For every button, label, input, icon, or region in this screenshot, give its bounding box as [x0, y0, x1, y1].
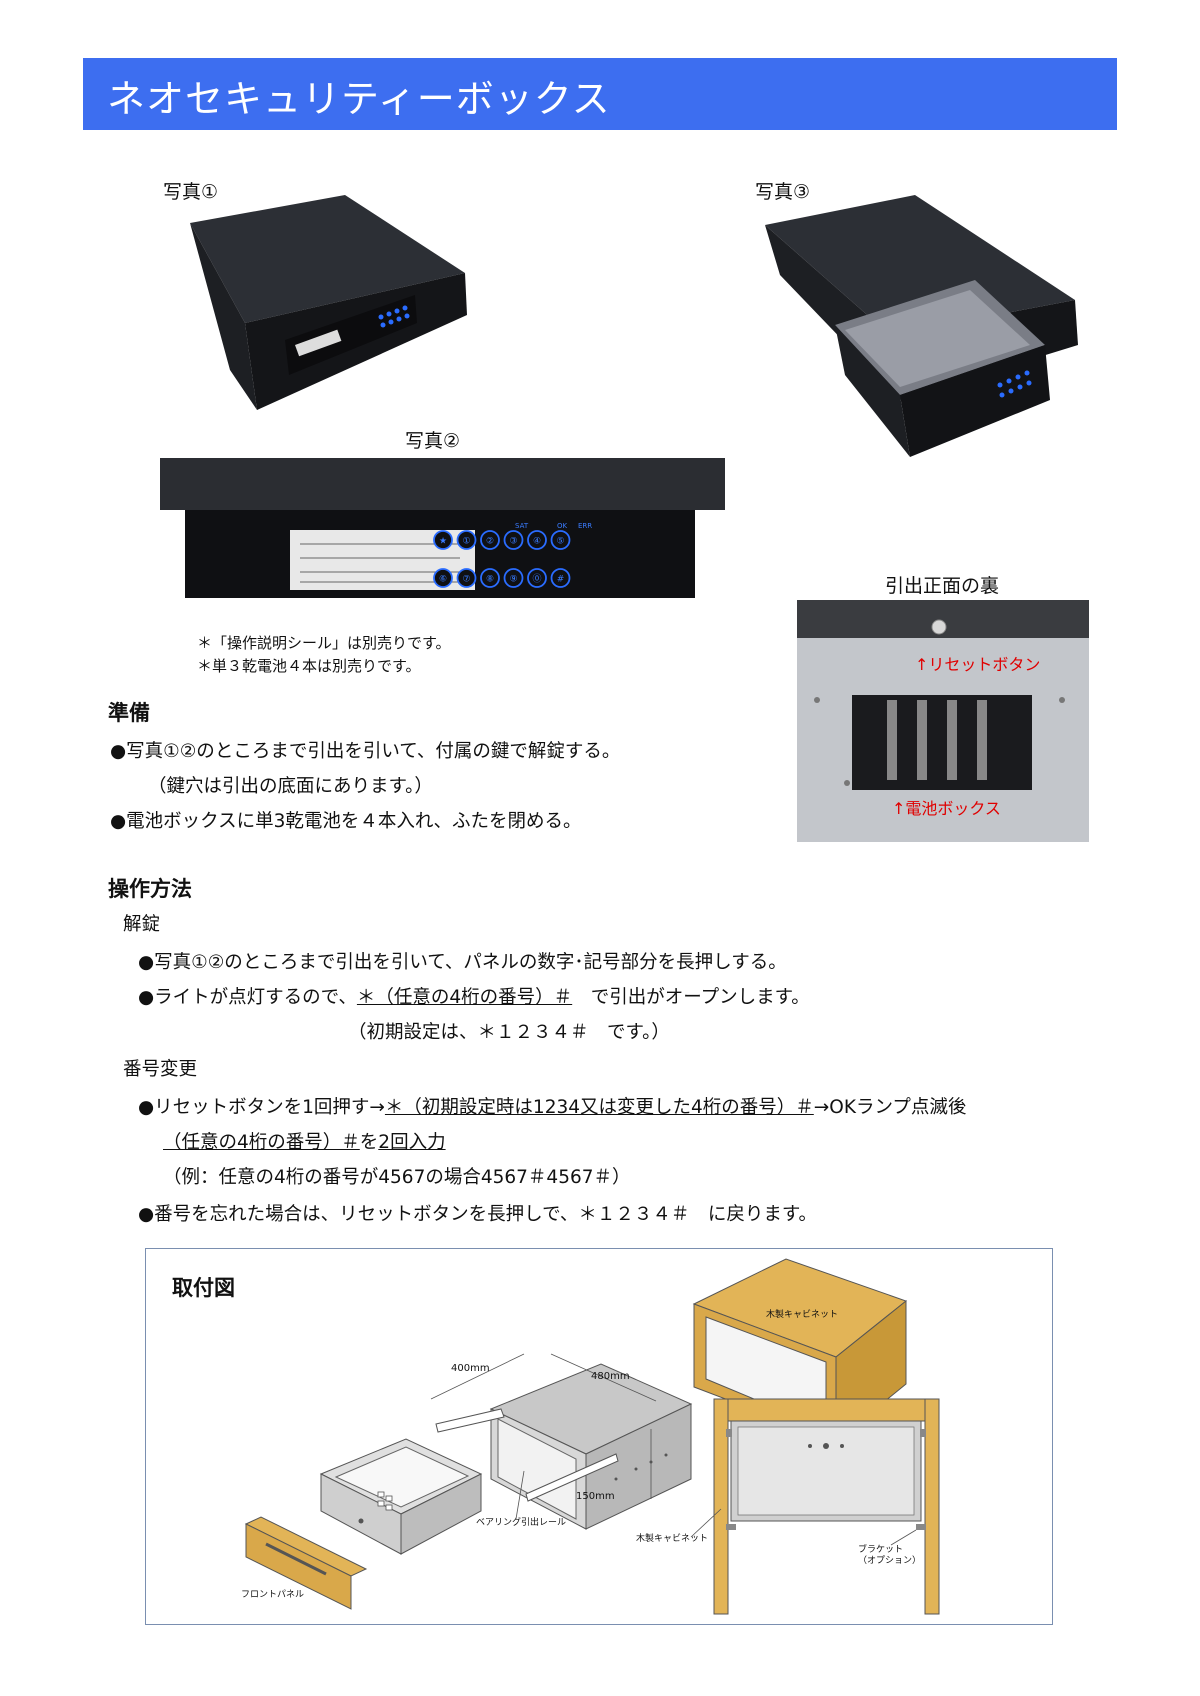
- sat-label: SAT: [515, 522, 529, 530]
- change-code-current: ＊（初期設定時は1234又は変更した4桁の番号）＃: [384, 1097, 814, 1118]
- change-line-1a: ●リセットボタンを1回押す→: [138, 1097, 385, 1118]
- prep-line-2: （鍵穴は引出の底面にあります。）: [148, 776, 433, 797]
- bracket-option-label: （オプション）: [858, 1555, 921, 1566]
- unlock-heading: 解錠: [123, 914, 161, 935]
- photo3-label: 写真③: [755, 181, 811, 203]
- cabinet-front-label: 木製キャビネット: [636, 1532, 708, 1544]
- keypad-key-label: ★: [439, 537, 447, 547]
- unlock-line-2c: で引出がオープンします。: [572, 987, 810, 1008]
- photo3-open-drawer: [765, 195, 1078, 457]
- keypad-key-label: ③: [509, 537, 517, 547]
- change-line-2b: を: [359, 1132, 379, 1153]
- install-diagram: 木製キャビネット 400mm 480mm 150mm ベアリング引出レール フロ…: [241, 1258, 940, 1615]
- install-diagram-frame: [145, 1248, 1053, 1625]
- keypad-key[interactable]: [527, 530, 547, 550]
- unlock-line-2: ●ライトが点灯するので、＊（任意の4桁の番号）＃ で引出がオープンします。: [138, 983, 810, 1009]
- keypad-key-label: ⑤: [556, 537, 564, 547]
- change-twice: 2回入力: [378, 1132, 446, 1153]
- keypad-key[interactable]: [527, 568, 547, 588]
- battery-box-label: ↑電池ボックス: [892, 799, 1001, 818]
- keypad-key[interactable]: [433, 568, 453, 588]
- keypad-key-label: ⑨: [509, 575, 517, 585]
- keypad-key-label: ⓪: [532, 574, 541, 585]
- install-heading: 取付図: [172, 1276, 235, 1300]
- prep-line-1: ●写真①②のところまで引出を引いて、付属の鍵で解錠する。: [110, 741, 621, 762]
- keypad-key[interactable]: [480, 530, 500, 550]
- keypad-key[interactable]: [433, 530, 453, 550]
- keypad-key[interactable]: [503, 530, 524, 550]
- note-2: ＊単３乾電池４本は別売りです。: [197, 657, 421, 675]
- prep-line-3: ●電池ボックスに単3乾電池を４本入れ、ふたを閉める。: [110, 811, 582, 832]
- keypad[interactable]: ★ ① ② ③ ④ ⑤ ⑥ ⑦ ⑧ ⑨ ⓪ #: [433, 530, 571, 588]
- unlock-line-3: （初期設定は、＊１２３４＃ です。）: [348, 1022, 670, 1043]
- err-label: ERR: [578, 522, 592, 530]
- keypad-key-label: #: [557, 575, 565, 585]
- back-photo-label: 引出正面の裏: [885, 575, 1000, 597]
- change-line-1: ●リセットボタンを1回押す→＊（初期設定時は1234又は変更した4桁の番号）＃→…: [138, 1093, 966, 1119]
- front-panel-label: フロントパネル: [241, 1589, 304, 1600]
- change-heading: 番号変更: [123, 1059, 198, 1080]
- ops-heading: 操作方法: [108, 877, 192, 901]
- change-code-new: （任意の4桁の番号）＃: [163, 1132, 360, 1153]
- change-line-4: ●番号を忘れた場合は、リセットボタンを長押しで、＊１２３４＃ に戻ります。: [138, 1204, 818, 1225]
- ok-label: OK: [557, 522, 568, 530]
- prep-heading: 準備: [108, 701, 150, 725]
- title-bar: ネオセキュリティーボックス: [83, 58, 1117, 130]
- keypad-key[interactable]: [550, 530, 571, 550]
- photo1-label: 写真①: [163, 181, 219, 203]
- keypad-key-label: ②: [486, 537, 494, 547]
- reset-button-label: ↑リセットボタン: [915, 655, 1040, 674]
- dim-depth-label: 480mm: [591, 1371, 630, 1382]
- dim-width-label: 400mm: [451, 1363, 490, 1374]
- keypad-key-label: ⑥: [439, 575, 447, 585]
- keypad-key[interactable]: [456, 568, 477, 588]
- change-line-3: （例：任意の4桁の番号が4567の場合4567＃4567＃）: [163, 1167, 631, 1188]
- photo1-closed-box: [190, 195, 467, 410]
- unlock-code: ＊（任意の4桁の番号）＃: [356, 987, 573, 1008]
- photo2-front-panel: SAT OK ERR ★ ① ② ③ ④ ⑤ ⑥ ⑦ ⑧ ⑨ ⓪ #: [160, 458, 725, 598]
- rail-label: ベアリング引出レール: [476, 1516, 566, 1528]
- unlock-line-1: ●写真①②のところまで引出を引いて、パネルの数字･記号部分を長押しする。: [138, 952, 787, 973]
- cabinet-label: 木製キャビネット: [766, 1308, 838, 1320]
- photo2-label: 写真②: [405, 430, 461, 452]
- page-title: ネオセキュリティーボックス: [107, 77, 611, 121]
- keypad-key-label: ⑧: [486, 575, 494, 585]
- back-of-drawer-photo: ↑リセットボタン ↑電池ボックス: [797, 600, 1089, 842]
- keypad-key[interactable]: [550, 568, 571, 588]
- change-line-1c: →OKランプ点滅後: [813, 1097, 967, 1118]
- unlock-line-2a: ●ライトが点灯するので、: [138, 987, 357, 1008]
- dim-height-label: 150mm: [576, 1491, 615, 1502]
- keypad-key[interactable]: [480, 568, 500, 588]
- keypad-key[interactable]: [503, 568, 524, 588]
- bracket-label: ブラケット: [858, 1543, 903, 1555]
- keypad-key[interactable]: [456, 530, 477, 550]
- keypad-key-label: ①: [462, 537, 470, 547]
- note-1: ＊「操作説明シール」は別売りです。: [197, 634, 451, 652]
- keypad-key-label: ④: [533, 537, 541, 547]
- keypad-key-label: ⑦: [462, 575, 470, 585]
- change-line-2: （任意の4桁の番号）＃を2回入力: [163, 1128, 446, 1154]
